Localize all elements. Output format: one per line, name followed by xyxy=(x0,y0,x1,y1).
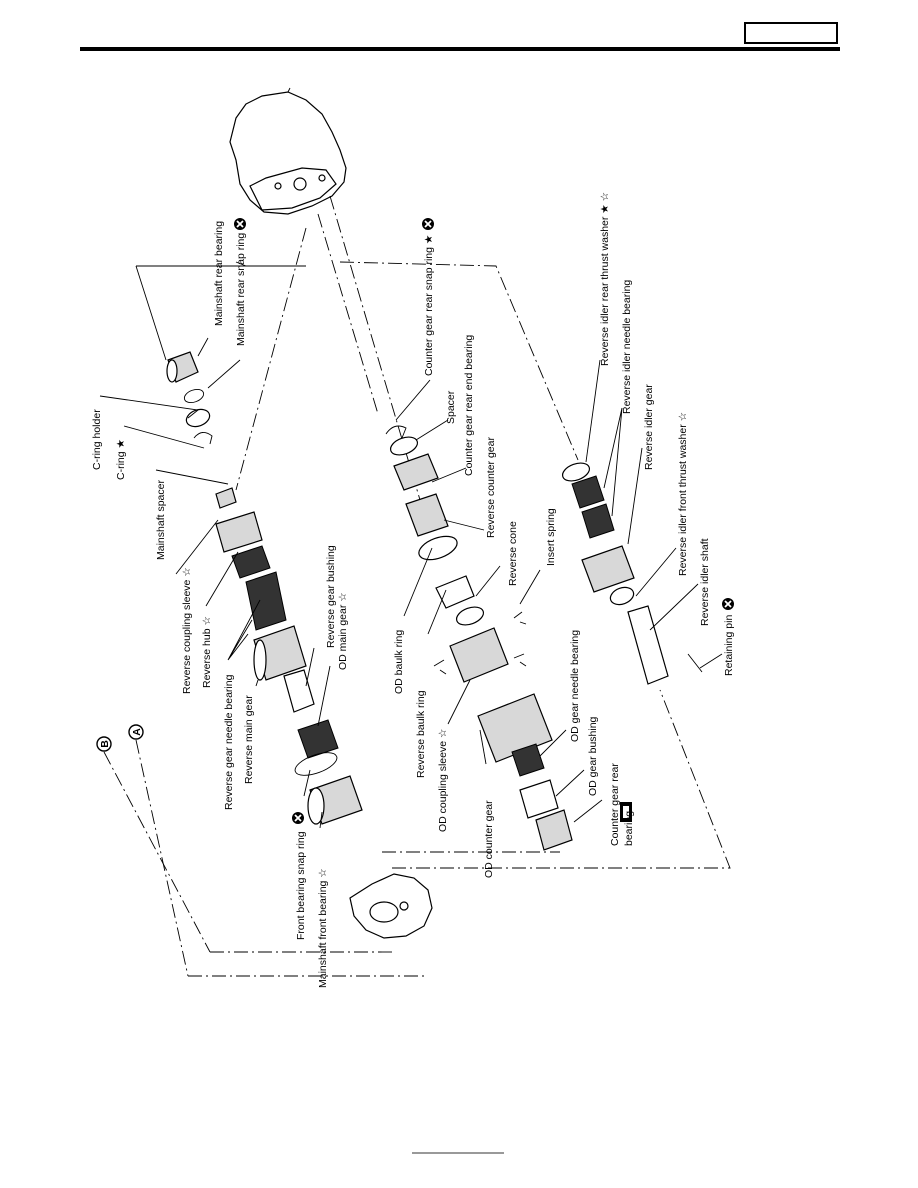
transmission-case xyxy=(229,87,347,215)
ref-a: A xyxy=(128,724,144,740)
label-mainshaft-spacer: Mainshaft spacer xyxy=(155,480,167,560)
label-front-bearing-snap-ring: Front bearing snap ring xyxy=(295,831,307,940)
assembly-guide-lines xyxy=(103,195,731,977)
label-reverse-gear-needle-bearing: Reverse gear needle bearing xyxy=(223,674,235,810)
label-reverse-hub: Reverse hub ☆ xyxy=(201,616,213,688)
label-insert-spring: Insert spring xyxy=(545,508,557,566)
label-reverse-main-gear: Reverse main gear xyxy=(243,695,255,784)
label-reverse-idler-front-thrust-washer: Reverse idler front thrust washer ☆ xyxy=(677,412,689,576)
svg-text:B: B xyxy=(99,740,111,748)
label-od-baulk-ring: OD baulk ring xyxy=(393,630,405,694)
label-reverse-coupling-sleeve: Reverse coupling sleeve ☆ xyxy=(181,567,193,694)
label-reverse-cone: Reverse cone xyxy=(507,521,519,586)
grease-icon xyxy=(620,802,632,822)
svg-text:A: A xyxy=(131,728,143,736)
header-rule xyxy=(80,47,840,51)
ref-b: B xyxy=(96,736,112,752)
label-spacer: Spacer xyxy=(445,390,457,424)
label-od-main-gear: OD main gear ☆ xyxy=(337,592,349,670)
front-plate xyxy=(349,873,433,939)
circled-x-icon xyxy=(421,217,435,231)
label-reverse-baulk-ring: Reverse baulk ring xyxy=(415,690,427,778)
footer-mark xyxy=(412,1152,504,1154)
circled-x-icon xyxy=(721,597,735,611)
circled-x-icon xyxy=(291,811,305,825)
label-od-gear-needle-bearing: OD gear needle bearing xyxy=(569,630,581,742)
circled-x-icon xyxy=(233,217,247,231)
label-reverse-idler-shaft: Reverse idler shaft xyxy=(699,538,711,626)
label-reverse-idler-needle-bearing: Reverse idler needle bearing xyxy=(621,280,633,414)
label-reverse-counter-gear: Reverse counter gear xyxy=(485,437,497,538)
label-mainshaft-rear-bearing: Mainshaft rear bearing xyxy=(213,221,225,326)
page-code-box xyxy=(744,22,838,44)
label-mainshaft-front-bearing: Mainshaft front bearing ☆ xyxy=(317,868,329,988)
label-mainshaft-rear-snap-ring: Mainshaft rear snap ring xyxy=(235,233,247,346)
label-counter-gear-rear-snap-ring: Counter gear rear snap ring ★ xyxy=(423,235,435,376)
label-counter-gear-rear-bearing-1: Counter gear rear xyxy=(609,763,621,846)
label-od-gear-bushing: OD gear bushing xyxy=(587,716,599,796)
label-retaining-pin: Retaining pin xyxy=(723,615,735,676)
label-c-ring-holder: C-ring holder xyxy=(91,409,103,470)
mainshaft-parts xyxy=(166,351,363,825)
label-reverse-idler-rear-thrust-washer: Reverse idler rear thrust washer ★ ☆ xyxy=(599,192,611,366)
label-reverse-gear-bushing: Reverse gear bushing xyxy=(325,545,337,648)
mainshaft-rear-bearing-part xyxy=(166,351,199,383)
label-od-coupling-sleeve: OD coupling sleeve ☆ xyxy=(437,729,449,832)
label-counter-gear-rear-bearing-2: bearing xyxy=(623,811,635,846)
label-reverse-idler-gear: Reverse idler gear xyxy=(643,384,655,470)
counter-gear-parts xyxy=(385,425,573,851)
label-counter-gear-rear-end-bearing: Counter gear rear end bearing xyxy=(463,335,475,476)
reverse-idler-parts xyxy=(561,462,703,685)
label-c-ring: C-ring ★ xyxy=(115,439,127,480)
leader-lines xyxy=(99,261,723,829)
part-labels: Mainshaft rear bearing Mainshaft rear sn… xyxy=(91,192,735,988)
label-od-counter-gear: OD counter gear xyxy=(483,800,495,878)
